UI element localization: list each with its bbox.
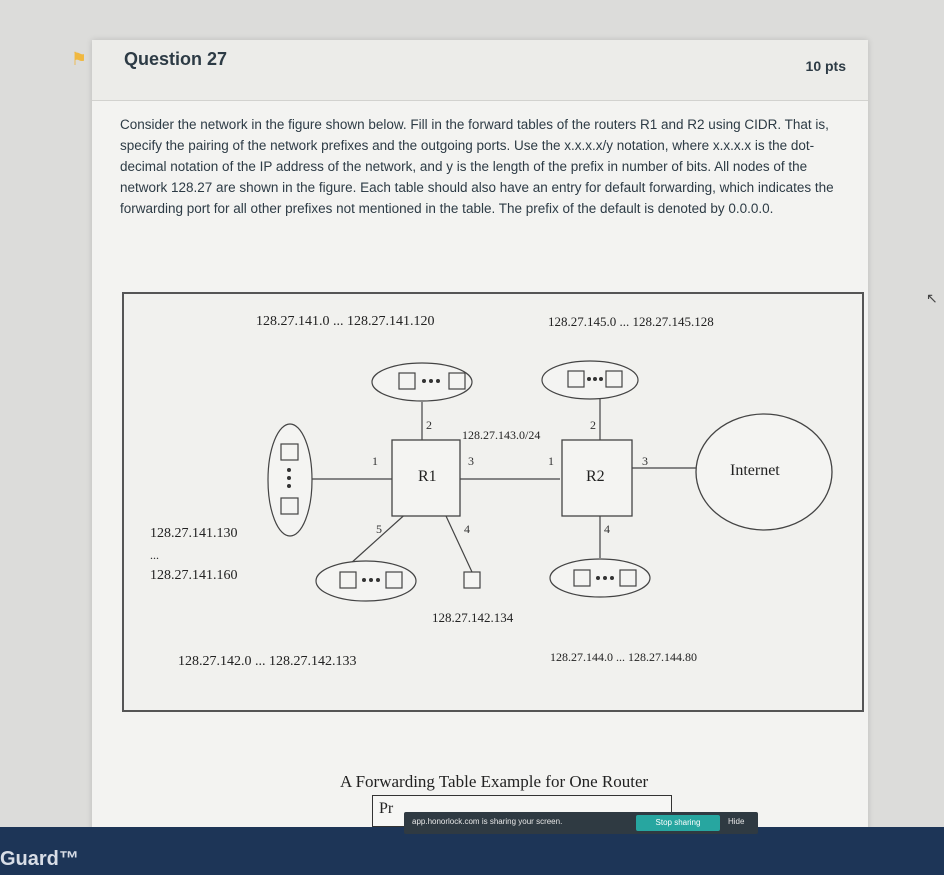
- network-figure: 128.27.141.0 ... 128.27.141.120 128.27.1…: [122, 292, 864, 712]
- r1-port-5: 5: [376, 522, 382, 536]
- router-r1-label: R1: [418, 468, 437, 485]
- single-host: [463, 571, 481, 589]
- router-r1-box: [391, 439, 461, 517]
- question-header: [92, 40, 868, 101]
- router-r2-label: R2: [586, 468, 605, 485]
- r1-port-4: 4: [464, 522, 470, 536]
- lan-left: [267, 423, 313, 537]
- r1-port-1: 1: [372, 454, 378, 468]
- range-top-right: 128.27.145.0 ... 128.27.145.128: [548, 314, 714, 329]
- r2-port-1: 1: [548, 454, 554, 468]
- brand-logo: Guard™: [0, 848, 79, 870]
- single-host-label: 128.27.142.134: [432, 610, 514, 625]
- link-r1-lan-bottom: [349, 509, 411, 565]
- r1-port-2: 2: [426, 418, 432, 432]
- r2-port-3: 3: [642, 454, 648, 468]
- bottom-bar: [0, 827, 944, 875]
- table-header-prefix: Pr: [379, 800, 394, 817]
- r2-port-4: 4: [604, 522, 610, 536]
- question-text: Consider the network in the figure shown…: [120, 117, 834, 216]
- link-label: 128.27.143.0/24: [462, 428, 541, 442]
- hide-button[interactable]: Hide: [728, 817, 745, 826]
- left-range-end: 128.27.141.160: [150, 568, 238, 583]
- network-diagram: [267, 360, 833, 602]
- table-caption: A Forwarding Table Example for One Route…: [340, 772, 649, 791]
- left-range-start: 128.27.141.130: [150, 526, 238, 541]
- share-status-text: app.honorlock.com is sharing your screen…: [412, 817, 563, 826]
- screen-share-bar: app.honorlock.com is sharing your screen…: [404, 812, 758, 834]
- stop-sharing-button[interactable]: Stop sharing: [636, 815, 720, 831]
- r2-port-2: 2: [590, 418, 596, 432]
- range-top-left: 128.27.141.0 ... 128.27.141.120: [256, 314, 435, 329]
- left-range-dots: ...: [150, 548, 159, 562]
- bookmark-flag-icon[interactable]: ⚑: [70, 49, 88, 69]
- lan-bottom-left: [315, 560, 417, 602]
- mouse-pointer-icon: ↖: [926, 290, 938, 306]
- range-bottom-left: 128.27.142.0 ... 128.27.142.133: [178, 654, 357, 669]
- link-r1-host: [445, 515, 473, 573]
- question-points: 10 pts: [805, 58, 846, 74]
- internet-cloud: [695, 413, 833, 531]
- r1-port-3: 3: [468, 454, 474, 468]
- range-bottom-right: 128.27.144.0 ... 128.27.144.80: [550, 650, 697, 664]
- question-title: Question 27: [124, 49, 228, 69]
- lan-top-left: [371, 362, 473, 402]
- internet-label: Internet: [730, 462, 780, 479]
- router-r2-box: [561, 439, 633, 517]
